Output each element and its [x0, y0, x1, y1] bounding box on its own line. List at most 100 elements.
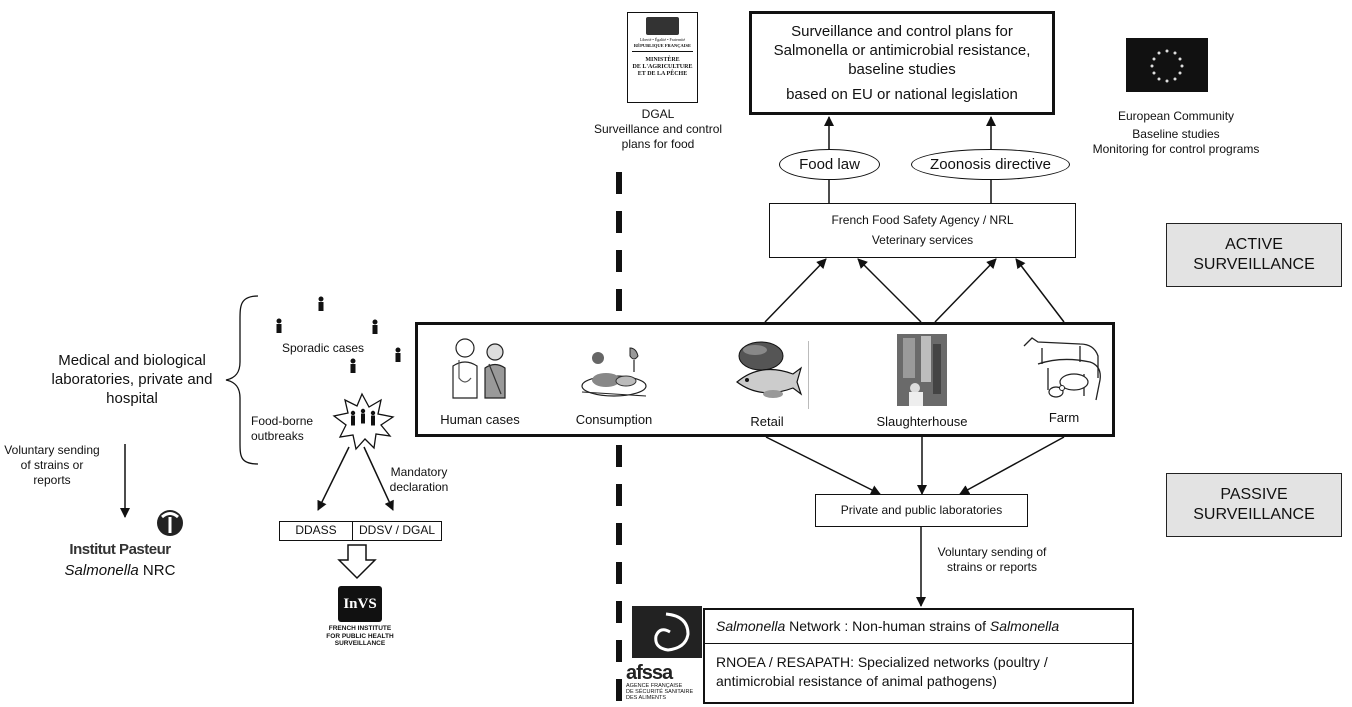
ministry-logo-name-2: DE L'AGRICULTURE — [632, 64, 693, 70]
agency-line-1: French Food Safety Agency / NRL — [831, 213, 1014, 227]
institut-pasteur-logo-icon — [150, 508, 190, 543]
salmonella-network-box: Salmonella Network : Non-human strains o… — [703, 608, 1134, 704]
person-icon — [350, 358, 356, 373]
arrow-slaughter-to-agency-b — [934, 258, 997, 323]
ddass-ddsv-box: DDASS DDSV / DGAL — [279, 521, 442, 541]
stage-consumption: Consumption — [566, 342, 662, 427]
private-public-labs-box: Private and public laboratories — [815, 494, 1028, 527]
medical-line-2: laboratories, private and — [51, 371, 213, 388]
food-law-oval: Food law — [779, 149, 880, 180]
eu-community-line-2: Baseline studies — [1132, 127, 1220, 141]
network-row2-line-1: RNOEA / RESAPATH: Specialized networks (… — [716, 654, 1048, 670]
meal-plate-icon — [581, 347, 647, 397]
network-row1-italic-2: Salmonella — [989, 618, 1060, 634]
voluntary-right-line-1: Voluntary sending of — [937, 545, 1047, 559]
stage-label-human-cases: Human cases — [440, 412, 520, 427]
medical-line-1: Medical and biological — [58, 352, 206, 369]
institut-pasteur-label: Institut Pasteur — [69, 541, 171, 558]
invs-line-2: FOR PUBLIC HEALTH — [326, 632, 394, 640]
afssa-line-2: DE SÉCURITÉ SANITAIRE — [626, 689, 694, 695]
zoonosis-directive-oval: Zoonosis directive — [911, 149, 1070, 180]
mandatory-line-1: Mandatory — [390, 465, 448, 479]
dgal-title: DGAL — [641, 107, 675, 121]
foodborne-line-2: outbreaks — [251, 429, 304, 443]
arrow-outbreak-to-ddass — [317, 446, 350, 511]
invs-logo: InVS — [338, 586, 382, 622]
arrow-retail-to-labs — [765, 436, 881, 495]
active-line-2: SURVEILLANCE — [1193, 256, 1315, 273]
stage-label-slaughterhouse: Slaughterhouse — [876, 414, 968, 429]
eu-flag-icon — [1126, 38, 1208, 92]
curly-brace — [225, 295, 259, 465]
invs-line-1: FRENCH INSTITUTE — [328, 625, 392, 632]
voluntary-sending-left: Voluntary sending of strains or reports — [0, 443, 104, 488]
arrow-farm-to-agency — [1015, 258, 1065, 323]
invs-caption: FRENCH INSTITUTE FOR PUBLIC HEALTH SURVE… — [300, 625, 420, 648]
nrc-italic: Salmonella — [64, 562, 139, 579]
voluntary-right-line-2: strains or reports — [946, 560, 1038, 574]
active-surveillance-label: ACTIVE SURVEILLANCE — [1166, 223, 1342, 287]
network-row-1: Salmonella Network : Non-human strains o… — [705, 610, 1132, 644]
afssa-swirl-icon — [632, 606, 702, 658]
person-icon — [372, 319, 378, 334]
voluntary-left-line-3: reports — [33, 473, 71, 487]
stage-retail: Retail — [722, 338, 812, 429]
arrow-slaughter-to-agency-a — [857, 258, 922, 323]
afssa-logo: afssa AGENCE FRANÇAISE DE SÉCURITÉ SANIT… — [626, 606, 706, 707]
outbreak-star-icon — [332, 392, 395, 451]
passive-surveillance-label: PASSIVE SURVEILLANCE — [1166, 473, 1342, 537]
afssa-line-1: AGENCE FRANÇAISE — [626, 683, 683, 689]
eu-plans-line-4: based on EU or national legislation — [786, 86, 1018, 103]
marianne-emblem-icon — [646, 17, 679, 35]
arrow-outbreak-to-ddsv — [363, 446, 394, 511]
hollow-down-arrow — [337, 544, 377, 580]
stage-label-farm: Farm — [1048, 410, 1080, 425]
eu-community-caption: European Community Baseline studies Moni… — [1073, 109, 1279, 157]
salmonella-nrc-label: Salmonella NRC — [40, 562, 200, 579]
voluntary-left-line-1: Voluntary sending — [4, 443, 100, 457]
agency-line-2: Veterinary services — [871, 233, 974, 247]
ministry-logo: Liberté • Égalité • Fraternité RÉPUBLIQU… — [627, 12, 698, 103]
eu-community-title: European Community — [1117, 109, 1235, 123]
ministry-logo-motto: Liberté • Égalité • Fraternité — [639, 37, 686, 42]
stage-label-retail: Retail — [750, 414, 784, 429]
food-safety-agency-box: French Food Safety Agency / NRL Veterina… — [769, 203, 1076, 258]
invs-line-3: SURVEILLANCE — [334, 640, 386, 647]
ministry-logo-name-3: ET DE LA PÊCHE — [637, 71, 688, 77]
foodborne-outbreaks-label: Food-borne outbreaks — [251, 414, 313, 444]
ministry-logo-republic: RÉPUBLIQUE FRANÇAISE — [633, 43, 692, 48]
retail-food-icon — [736, 341, 803, 398]
sporadic-cases-label: Sporadic cases — [282, 341, 365, 355]
eu-plans-line-2: Salmonella or antimicrobial resistance, — [773, 42, 1031, 59]
arrow-farm-to-labs — [959, 436, 1065, 495]
passive-line-1: PASSIVE — [1220, 486, 1288, 503]
network-row-2: RNOEA / RESAPATH: Specialized networks (… — [705, 644, 1132, 691]
active-line-1: ACTIVE — [1225, 236, 1283, 253]
person-icon — [395, 347, 401, 362]
stage-farm: Farm — [1016, 334, 1112, 425]
mandatory-declaration-label: Mandatory declaration — [377, 465, 461, 495]
medical-labs-label: Medical and biological laboratories, pri… — [42, 351, 222, 408]
afssa-logo-text: afssa — [626, 662, 673, 684]
mandatory-line-2: declaration — [389, 480, 449, 494]
dgal-line-2: Surveillance and control — [593, 122, 723, 136]
ddass-cell: DDASS — [280, 522, 353, 540]
passive-line-2: SURVEILLANCE — [1193, 506, 1315, 523]
doctor-patient-icon — [452, 338, 506, 399]
eu-plans-box: Surveillance and control plans for Salmo… — [749, 11, 1055, 115]
eu-plans-line-1: Surveillance and control plans for — [791, 23, 1013, 40]
sporadic-person-icons — [276, 296, 401, 373]
dgal-line-3: plans for food — [621, 137, 695, 151]
network-row1-text: Network : Non-human strains of — [785, 618, 990, 634]
slaughterhouse-photo-icon — [897, 334, 947, 406]
stage-human-cases: Human cases — [432, 334, 528, 427]
eu-community-line-3: Monitoring for control programs — [1092, 142, 1260, 156]
nrc-rest: NRC — [138, 562, 176, 579]
eu-plans-line-3: baseline studies — [848, 61, 956, 78]
network-row1-italic-1: Salmonella — [716, 618, 786, 634]
ddsv-dgal-cell: DDSV / DGAL — [358, 523, 436, 537]
stage-slaughterhouse: Slaughterhouse — [864, 334, 980, 429]
afssa-line-3: DES ALIMENTS — [626, 695, 667, 701]
invs-logo-text: InVS — [343, 596, 377, 612]
person-icon — [318, 296, 324, 311]
